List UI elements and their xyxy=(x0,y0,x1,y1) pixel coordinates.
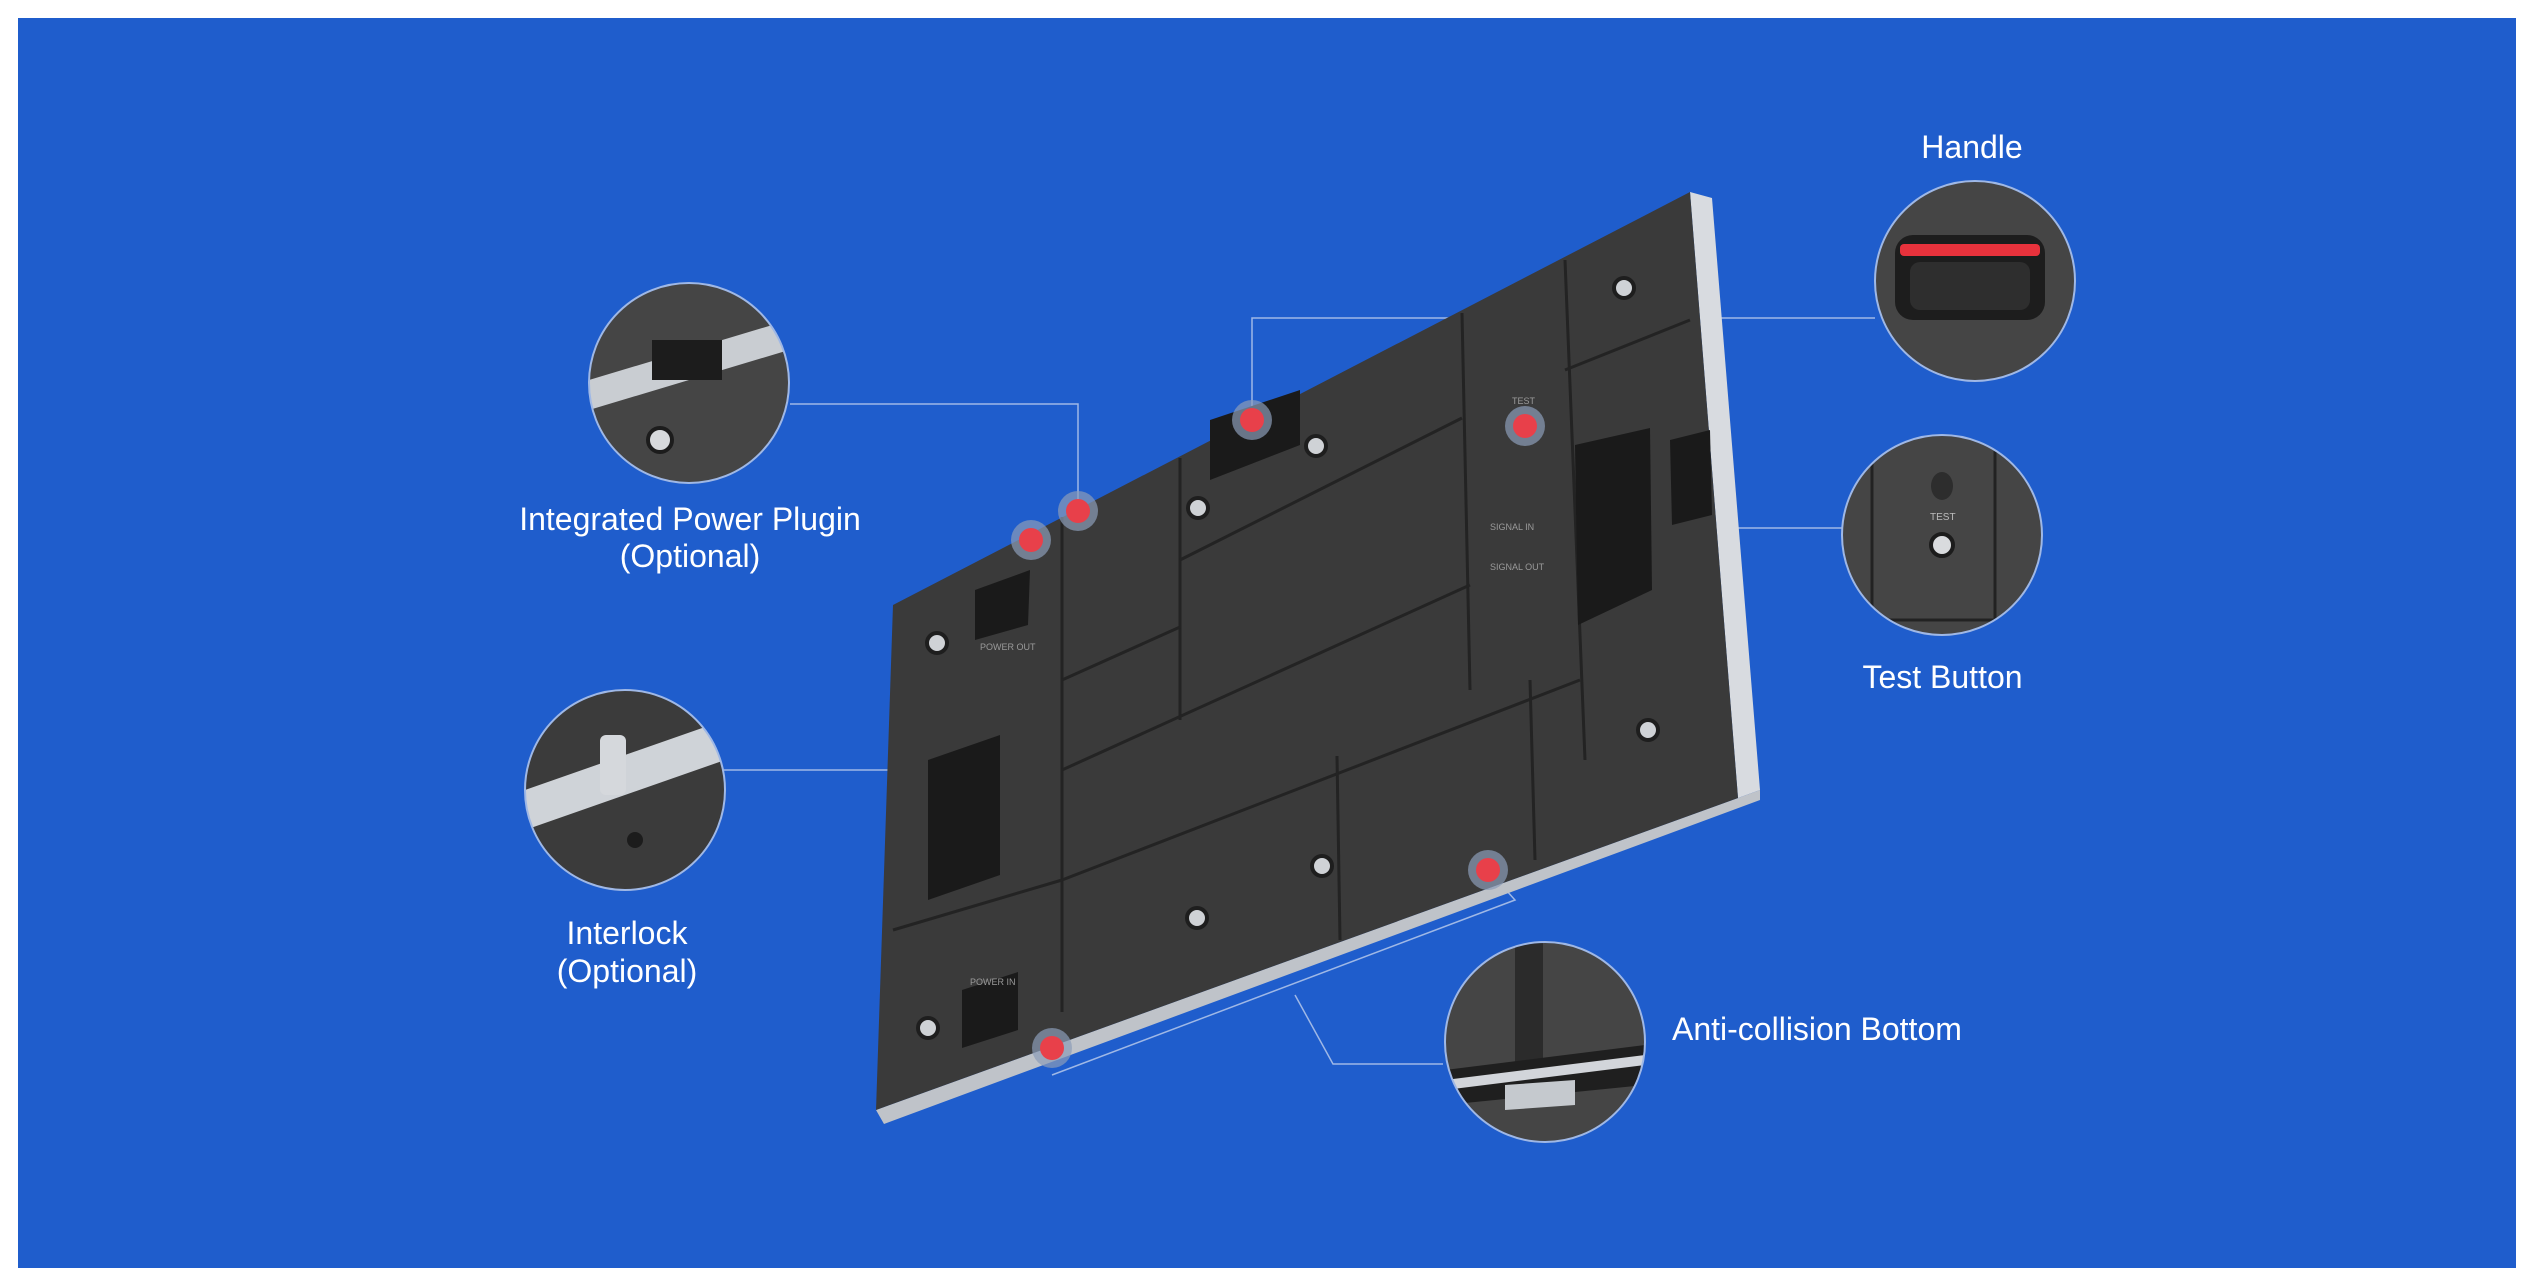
hotspot-handle[interactable] xyxy=(1240,408,1264,432)
label-anti-collision: Anti-collision Bottom xyxy=(1672,1011,1962,1047)
hotspot-anti-collision[interactable] xyxy=(1476,858,1500,882)
handle-recess-left xyxy=(928,735,1000,900)
label-interlock: Interlock xyxy=(566,915,688,951)
hotspot-power-plugin[interactable] xyxy=(1066,499,1090,523)
label-interlock-optional: (Optional) xyxy=(556,953,698,989)
label-test-button: Test Button xyxy=(1862,659,2023,695)
hotspots xyxy=(1011,400,1545,1068)
power-out-marking: POWER OUT xyxy=(980,642,1036,652)
signal-out-marking: SIGNAL OUT xyxy=(1490,562,1545,572)
zoom-anti-collision xyxy=(1444,941,1646,1143)
callout-line-anti-collision xyxy=(1294,994,1443,1065)
power-in-port xyxy=(962,972,1018,1048)
label-power-plugin-optional: (Optional) xyxy=(619,538,761,574)
zoom-handle xyxy=(1874,180,2076,382)
zoom-test-button: TEST xyxy=(1841,434,2043,636)
label-power-plugin: Integrated Power Plugin xyxy=(519,501,861,537)
callout-line-power-plugin xyxy=(790,403,1079,511)
panel-markings: TEST SIGNAL IN SIGNAL OUT POWER IN POWER… xyxy=(970,396,1545,987)
cabinet-cutouts xyxy=(928,390,1712,1048)
hotspot-interlock[interactable] xyxy=(1019,528,1043,552)
cabinet-bottom-edge xyxy=(876,790,1760,1124)
label-handle: Handle xyxy=(1921,129,2023,165)
handle-recess-right xyxy=(1575,428,1652,625)
test-marking: TEST xyxy=(1512,396,1536,406)
cabinet-side-edge xyxy=(1690,192,1760,798)
zoom-interlock xyxy=(524,689,726,891)
signal-port xyxy=(1670,430,1712,525)
power-out-port xyxy=(975,570,1030,640)
cabinet-seams xyxy=(892,259,1691,1012)
signal-in-marking: SIGNAL IN xyxy=(1490,522,1534,532)
zoom-power-plugin xyxy=(588,282,790,484)
power-in-marking: POWER IN xyxy=(970,977,1016,987)
cabinet-holes xyxy=(916,276,1660,1040)
zoom-test-marking: TEST xyxy=(1930,512,1956,523)
hotspot-test-button[interactable] xyxy=(1513,414,1537,438)
hotspot-anti-collision-2[interactable] xyxy=(1040,1036,1064,1060)
